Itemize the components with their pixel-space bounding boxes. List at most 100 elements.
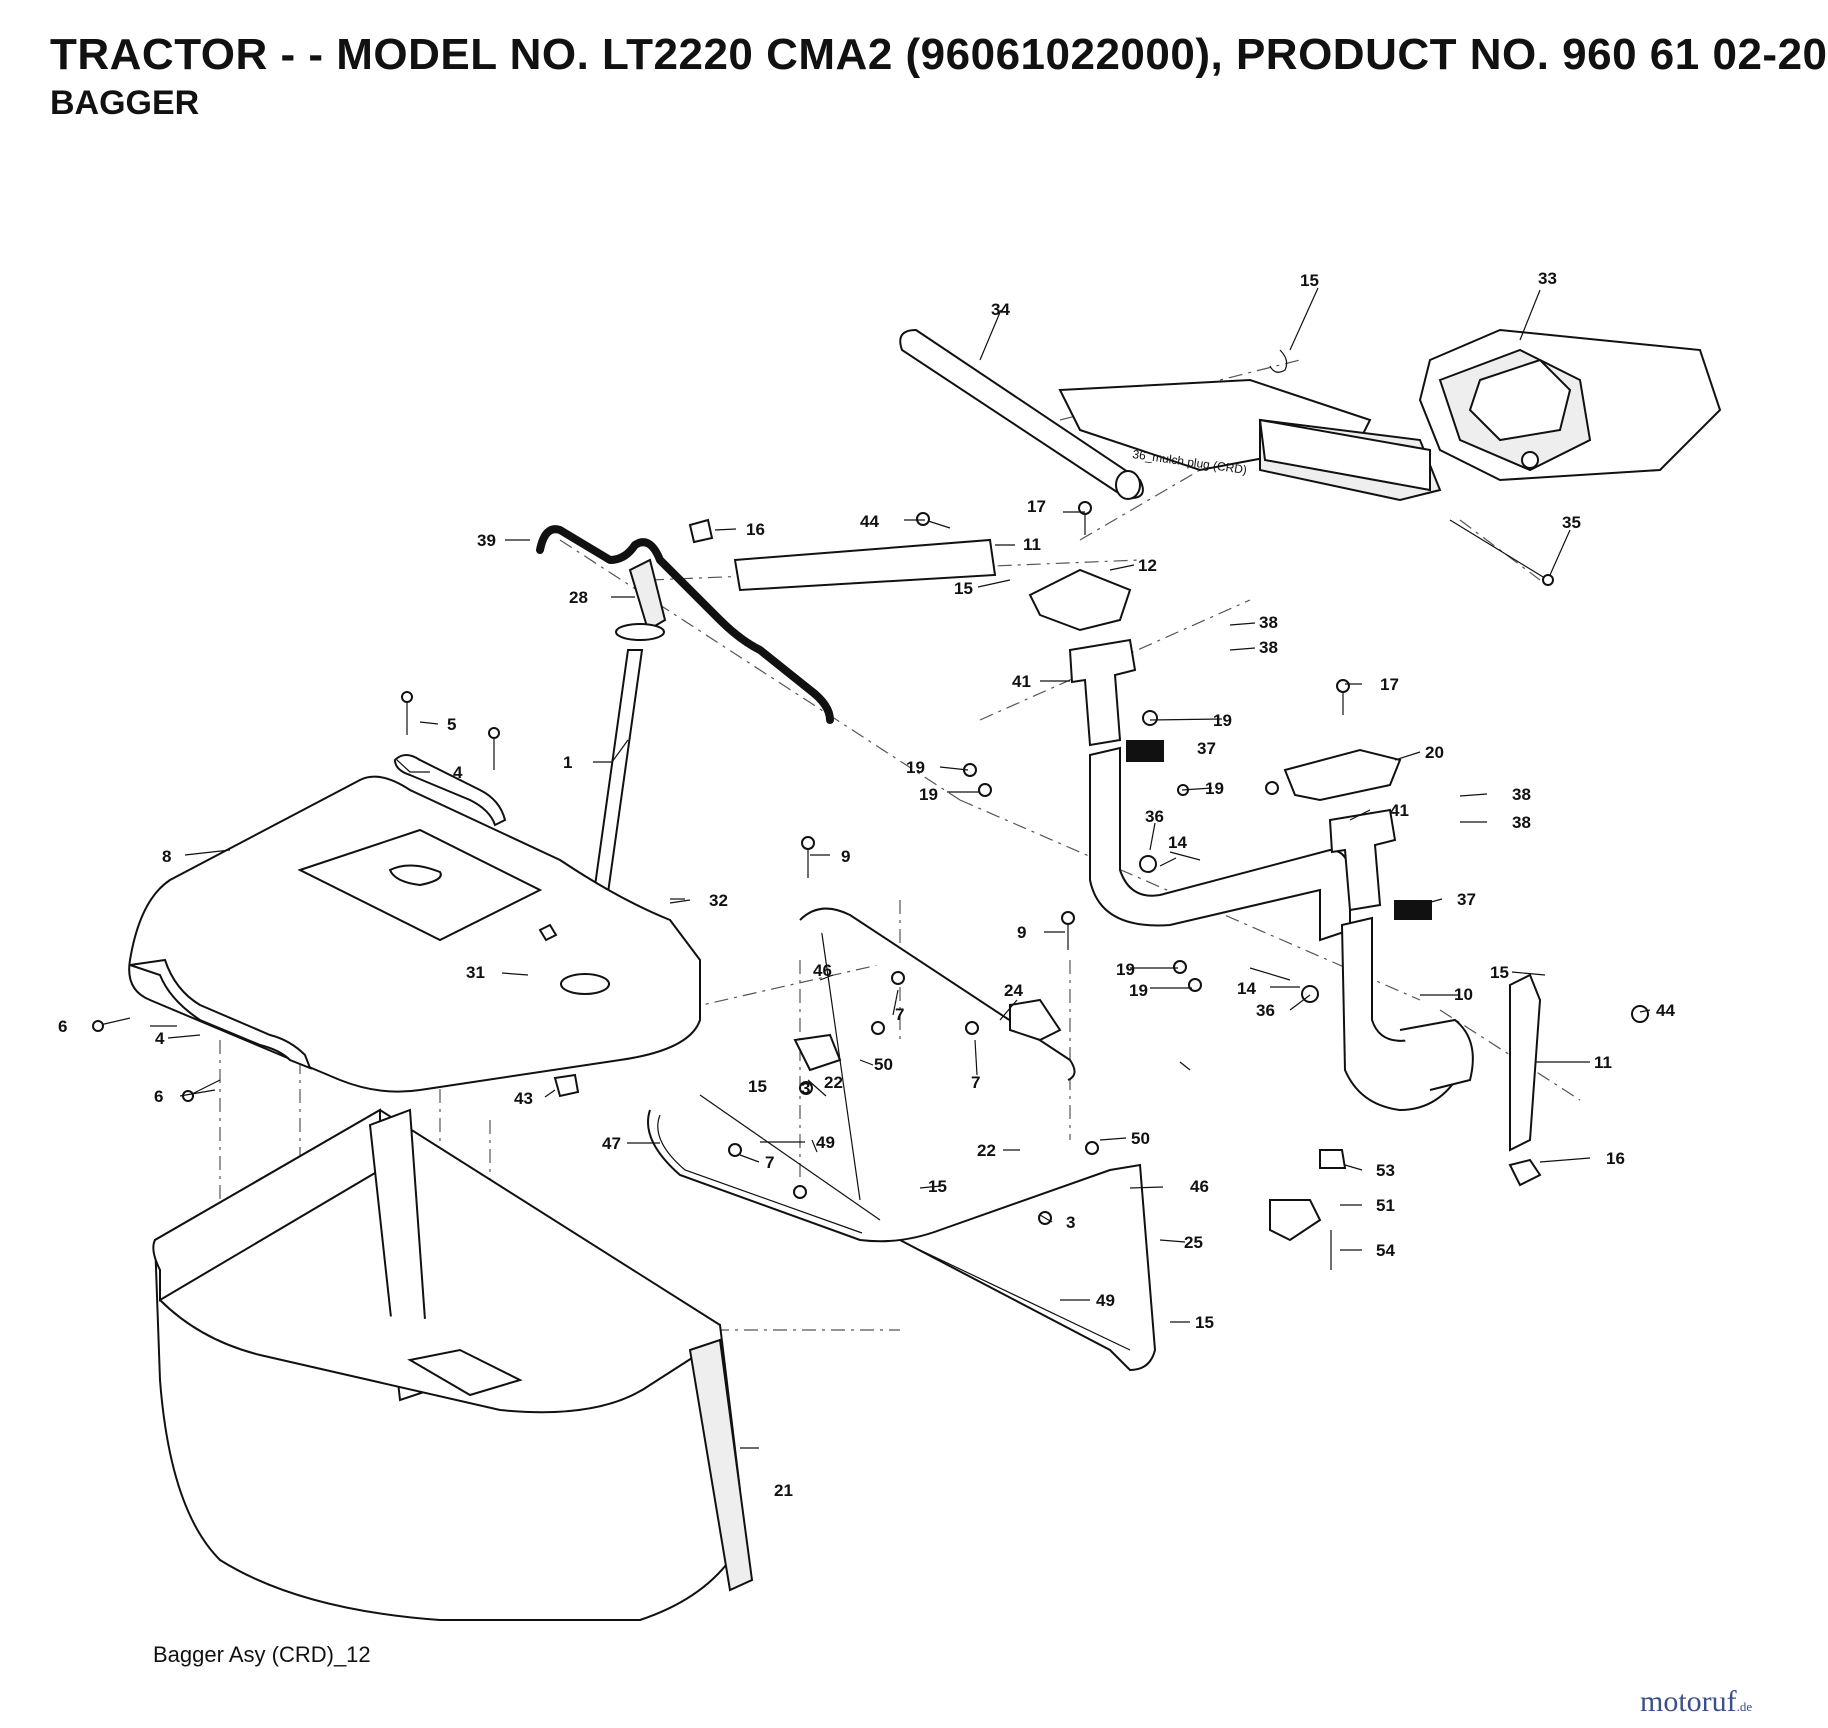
callout-3: 3 — [801, 1079, 810, 1098]
lift-rod-39 — [536, 525, 834, 724]
callout-19: 19 — [919, 785, 938, 804]
bag-21 — [152, 1108, 754, 1621]
callout-19: 19 — [1116, 960, 1135, 979]
callout-7: 7 — [971, 1073, 980, 1092]
plate-22-right — [1009, 998, 1062, 1042]
callout-7: 7 — [895, 1005, 904, 1024]
callout-49: 49 — [816, 1133, 835, 1152]
callout-34: 34 — [991, 300, 1010, 319]
callout-25: 25 — [1184, 1233, 1203, 1252]
callout-41: 41 — [1390, 801, 1409, 820]
callout-19: 19 — [1205, 779, 1224, 798]
nut-53 — [1319, 1149, 1347, 1169]
callout-36: 36 — [1145, 807, 1164, 826]
bracket-12 — [1028, 568, 1132, 632]
callout-51: 51 — [1376, 1196, 1395, 1215]
callout-16: 16 — [1606, 1149, 1625, 1168]
callout-17: 17 — [1380, 675, 1399, 694]
callout-19: 19 — [1129, 981, 1148, 1000]
callout-21: 21 — [774, 1481, 793, 1500]
brand-watermark[interactable]: motoruf.de — [1640, 1685, 1752, 1719]
callout-36: 36 — [1256, 1001, 1275, 1020]
drawing-caption: Bagger Asy (CRD)_12 — [153, 1642, 371, 1667]
callout-9: 9 — [841, 847, 850, 866]
callout-46: 46 — [813, 961, 832, 980]
callout-39: 39 — [477, 531, 496, 550]
callout-5: 5 — [447, 715, 456, 734]
callout-19: 19 — [1213, 711, 1232, 730]
callout-10: 10 — [1454, 985, 1473, 1004]
callout-37: 37 — [1457, 890, 1476, 909]
callout-6: 6 — [58, 1017, 67, 1036]
callout-9: 9 — [1017, 923, 1026, 942]
callout-15: 15 — [954, 579, 973, 598]
lift-arm-10 — [1089, 746, 1474, 1112]
nut-16-right — [1508, 1158, 1542, 1187]
frame-rod-24 — [799, 907, 1076, 1081]
callout-8: 8 — [162, 847, 171, 866]
strap-11-top — [733, 538, 997, 592]
callout-38: 38 — [1512, 813, 1531, 832]
chute-assembly: 36_mulch plug (CRD) — [899, 328, 1722, 586]
callout-6: 6 — [154, 1087, 163, 1106]
callout-37: 37 — [1197, 739, 1216, 758]
leader-lines — [150, 287, 1651, 1449]
handle-assembly — [584, 558, 667, 951]
callout-11: 11 — [1023, 535, 1041, 554]
callout-50: 50 — [874, 1055, 893, 1074]
callout-15: 15 — [928, 1177, 947, 1196]
callout-41: 41 — [1012, 672, 1031, 691]
callout-22: 22 — [977, 1141, 996, 1160]
latch-51 — [1269, 1199, 1322, 1242]
callout-54: 54 — [1376, 1241, 1395, 1260]
bracket-20 — [1283, 748, 1402, 802]
grommet-31 — [538, 923, 558, 942]
callout-14: 14 — [1168, 833, 1187, 852]
cap-37-right — [1394, 900, 1432, 920]
callout-47: 47 — [602, 1134, 621, 1153]
callout-15: 15 — [1195, 1313, 1214, 1332]
strap-11-right — [1509, 973, 1542, 1152]
callout-16: 16 — [746, 520, 765, 539]
bracket-41-right — [1328, 808, 1397, 912]
brand-name: motoruf — [1640, 1685, 1737, 1718]
brackets — [553, 518, 1542, 1270]
callout-46: 46 — [1190, 1177, 1209, 1196]
nut-16-top — [688, 518, 714, 544]
callout-44: 44 — [1656, 1001, 1675, 1020]
callout-35: 35 — [1562, 513, 1581, 532]
callout-49: 49 — [1096, 1291, 1115, 1310]
callout-24: 24 — [1004, 981, 1023, 1000]
callout-38: 38 — [1259, 613, 1278, 632]
page-subtitle: BAGGER — [50, 84, 200, 122]
callout-15: 15 — [748, 1077, 767, 1096]
callout-20: 20 — [1425, 743, 1444, 762]
bag-frame — [647, 907, 1157, 1372]
bracket-41-left — [1068, 638, 1137, 747]
fasteners — [92, 501, 1649, 1225]
callout-31: 31 — [466, 963, 485, 982]
callout-22: 22 — [824, 1073, 843, 1092]
page-title: TRACTOR - - MODEL NO. LT2220 CMA2 (96061… — [50, 30, 1828, 79]
callout-15: 15 — [1490, 963, 1509, 982]
handle-grip-28 — [628, 558, 667, 632]
handle-4-side — [129, 958, 312, 1070]
callout-14: 14 — [1237, 979, 1256, 998]
callout-1: 1 — [563, 753, 572, 772]
callout-11: 11 — [1594, 1053, 1612, 1072]
callout-38: 38 — [1512, 785, 1531, 804]
callout-15: 15 — [1300, 271, 1319, 290]
callout-33: 33 — [1538, 269, 1557, 288]
callout-50: 50 — [1131, 1129, 1150, 1148]
bagger-lid-8 — [128, 775, 701, 1093]
callout-3: 3 — [1066, 1213, 1075, 1232]
callout-38: 38 — [1259, 638, 1278, 657]
bumper-43 — [553, 1073, 580, 1098]
callout-labels: 1 3 3 4 4 5 6 6 7 7 7 8 9 9 10 11 11 12 … — [58, 269, 1675, 1500]
callout-7: 7 — [765, 1153, 774, 1172]
callout-43: 43 — [514, 1089, 533, 1108]
plate-22-left — [793, 1033, 842, 1072]
callout-53: 53 — [1376, 1161, 1395, 1180]
hairpin-15-top — [1269, 349, 1288, 373]
